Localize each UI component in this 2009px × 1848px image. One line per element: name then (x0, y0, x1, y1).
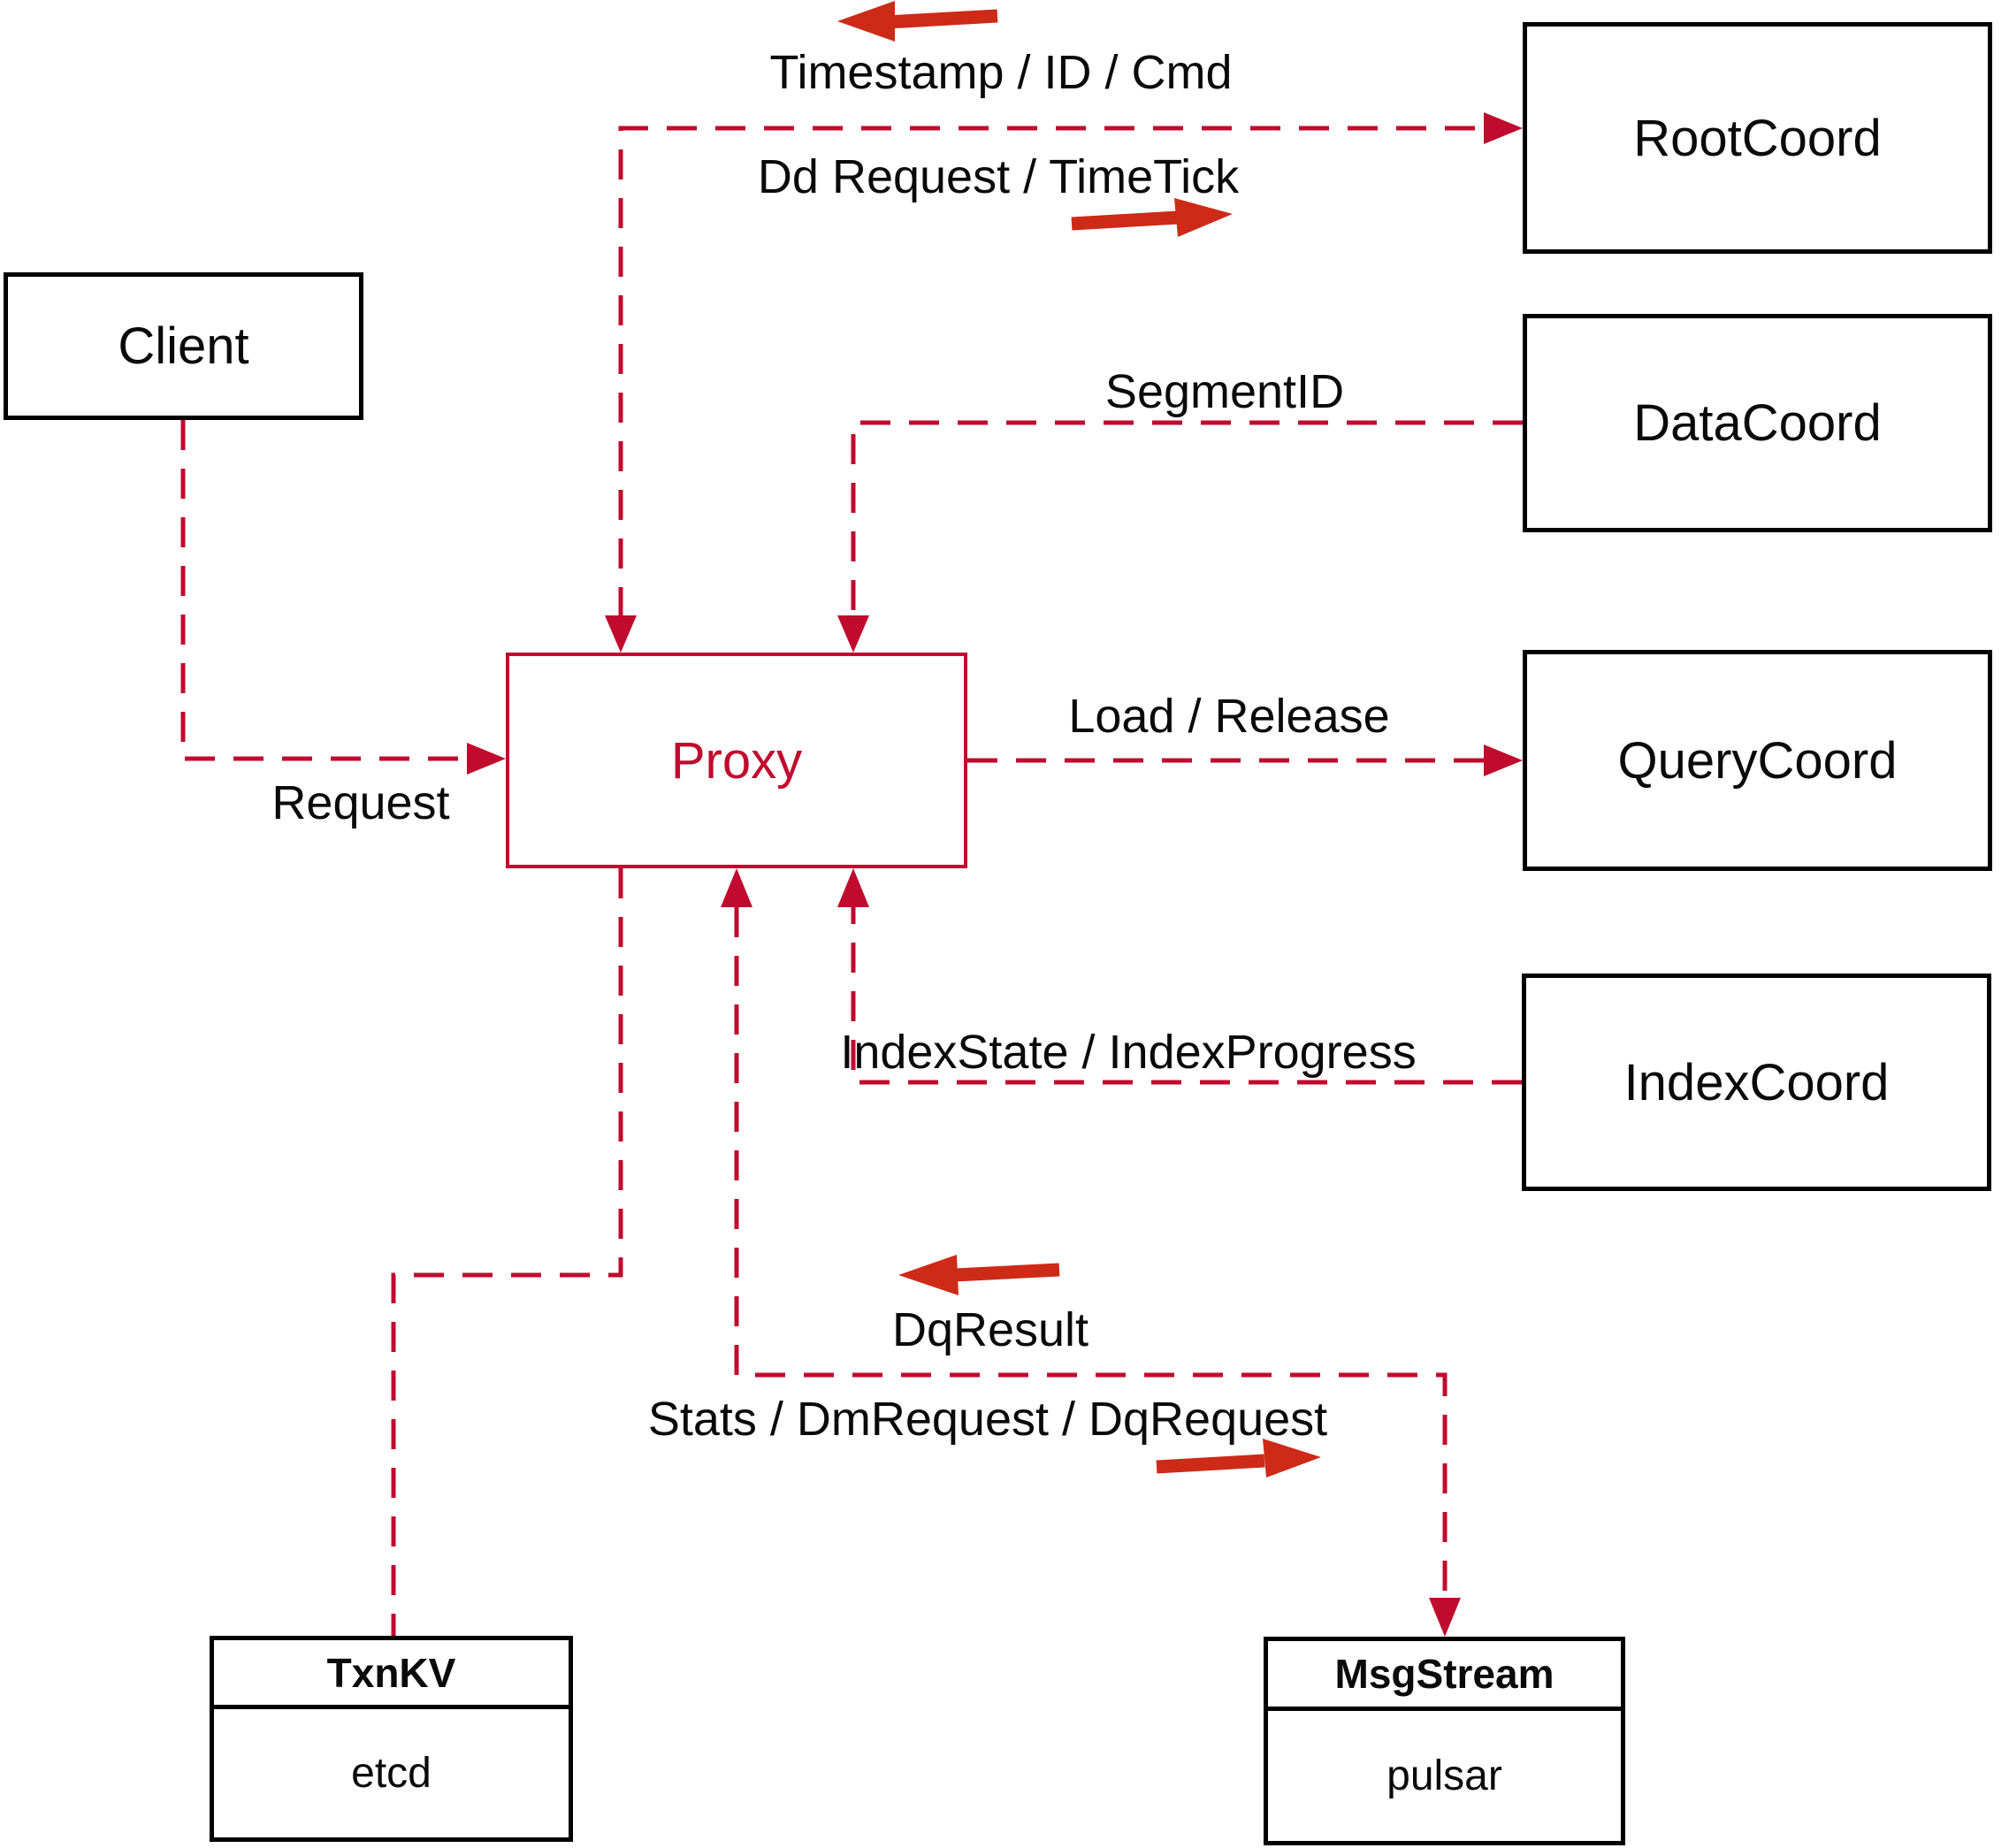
node-indexcoord: IndexCoord (1522, 974, 1991, 1191)
direction-arrow-left-timestamp (837, 1, 998, 42)
arrowhead-into-proxy-left (467, 743, 506, 775)
edge-label-timestamp-id-cmd: Timestamp / ID / Cmd (769, 46, 1233, 99)
node-querycoord-label: QueryCoord (1617, 731, 1898, 790)
node-txnkv: TxnKV etcd (210, 1636, 573, 1842)
edge-proxy-txnkv (391, 868, 623, 1636)
node-txnkv-subtitle: etcd (351, 1750, 432, 1797)
node-proxy-label: Proxy (670, 731, 803, 790)
edge-label-stats-dm-dq: Stats / DmRequest / DqRequest (647, 1393, 1328, 1446)
edge-label-request: Request (271, 776, 450, 829)
direction-arrow-right-stats (1156, 1439, 1321, 1478)
arrowhead-into-proxy-top-right (837, 615, 869, 653)
node-client-label: Client (118, 317, 249, 375)
arrowhead-into-proxy-bottom-right (837, 868, 869, 907)
node-msgstream-subtitle: pulsar (1386, 1753, 1502, 1799)
node-rootcoord: RootCoord (1523, 22, 1992, 254)
direction-arrow-right-ddrequest (1071, 198, 1233, 237)
edge-label-dd-request-timetick: Dd Request / TimeTick (757, 150, 1240, 203)
node-proxy: Proxy (506, 653, 967, 868)
edge-label-index-state-progress: IndexState / IndexProgress (840, 1026, 1417, 1079)
node-datacoord-label: DataCoord (1633, 394, 1882, 452)
edge-label-dq-result: DqResult (891, 1303, 1089, 1356)
node-txnkv-title: TxnKV (214, 1640, 569, 1709)
arrowhead-into-rootcoord (1484, 112, 1523, 144)
arrowhead-into-msgstream (1429, 1598, 1461, 1637)
arrowhead-into-proxy-top-left (605, 615, 637, 653)
node-client: Client (4, 272, 363, 420)
edge-proxy-msgstream (734, 907, 1448, 1600)
node-datacoord: DataCoord (1523, 314, 1992, 532)
node-msgstream: MsgStream pulsar (1264, 1637, 1625, 1845)
edge-label-load-release: Load / Release (1068, 690, 1390, 743)
arrowhead-into-querycoord (1484, 745, 1523, 776)
node-querycoord: QueryCoord (1523, 650, 1992, 871)
arrowhead-into-proxy-bottom-left (721, 868, 752, 907)
edge-label-segment-id: SegmentID (1104, 365, 1345, 418)
node-msgstream-title: MsgStream (1268, 1641, 1621, 1711)
edge-client-proxy (180, 420, 467, 761)
direction-arrow-left-dqresult (898, 1255, 1060, 1295)
edge-datacoord-proxy (851, 420, 1523, 617)
edge-indexcoord-proxy (851, 907, 1522, 1085)
edge-proxy-rootcoord (618, 126, 1486, 617)
node-rootcoord-label: RootCoord (1633, 109, 1882, 167)
node-indexcoord-label: IndexCoord (1623, 1053, 1890, 1111)
